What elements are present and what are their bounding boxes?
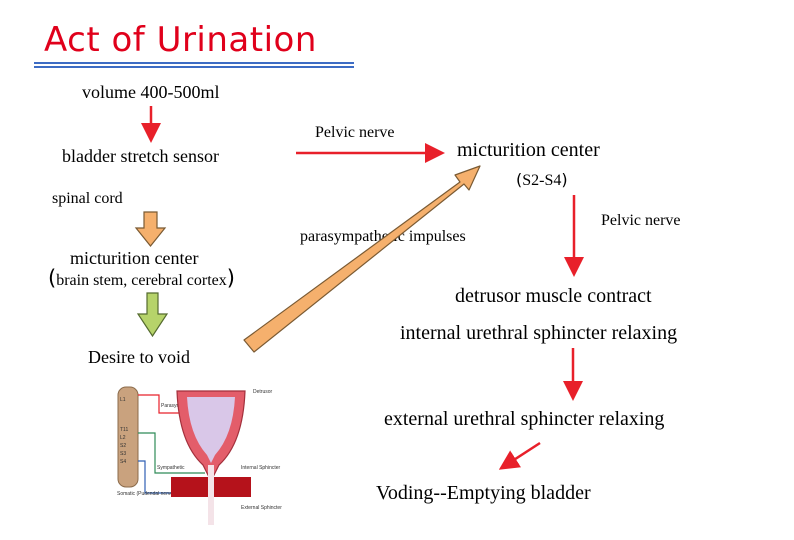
voiding-label: Voding--Emptying bladder — [376, 482, 591, 504]
desire-to-void-label: Desire to void — [88, 347, 190, 367]
title-underline-bottom — [34, 66, 354, 68]
spinal-cord-shape — [117, 386, 139, 488]
open-paren: ( — [516, 170, 523, 189]
sympathetic-inset-label: Sympathetic — [157, 465, 185, 471]
pelvic-nerve-top-label: Pelvic nerve — [315, 124, 395, 141]
level-label: S3 — [120, 451, 126, 457]
parasympathetic-nerve — [138, 394, 185, 414]
orange-diagonal-arrow — [243, 165, 481, 353]
bladder-innervation-illustration: L1 T11 L2 S2 S3 S4 Parasympathetic Sympa… — [115, 373, 315, 531]
orange-arrow-spinal-to-brain — [134, 211, 167, 247]
segments-label: (S2-S4) — [516, 170, 568, 190]
micturition-center-label: micturition center — [457, 139, 600, 161]
title-underline-top — [34, 62, 354, 64]
level-label: S2 — [120, 443, 126, 449]
bladder-lumen — [187, 397, 235, 463]
level-label: L1 — [120, 397, 126, 403]
detrusor-label: detrusor muscle contract — [455, 285, 652, 307]
brain-center-detail-text: brain stem, cerebral cortex — [56, 272, 227, 289]
urethra-shape — [208, 465, 214, 525]
pelvic-nerve-right-label: Pelvic nerve — [601, 212, 681, 229]
close-paren: ) — [561, 170, 568, 189]
slide-title: Act of Urination — [44, 20, 317, 60]
stretch-sensor-label: bladder stretch sensor — [62, 146, 219, 166]
detrusor-inset-label: Detrusor — [253, 389, 273, 395]
green-arrow-brain-to-desire — [136, 292, 169, 338]
arrow-to-voiding — [498, 441, 541, 470]
brain-center-label: micturition center — [70, 248, 199, 268]
close-paren: ) — [226, 266, 235, 290]
level-label: S4 — [120, 459, 126, 465]
volume-label: volume 400-500ml — [82, 82, 220, 102]
brain-center-detail: (brain stem, cerebral cortex) — [48, 266, 235, 290]
level-label: L2 — [120, 435, 126, 441]
external-sphincter-label: external urethral sphincter relaxing — [384, 408, 665, 430]
internal-sphincter-label: internal urethral sphincter relaxing — [400, 322, 678, 344]
segments-text: S2-S4 — [522, 172, 562, 189]
internal-sphincter-inset-label: Internal Sphincter — [241, 465, 281, 471]
spinal-cord-label: spinal cord — [52, 190, 123, 207]
open-paren: ( — [48, 266, 57, 290]
somatic-inset-label: Somatic (Pudendal nerve) — [117, 491, 175, 497]
sympathetic-nerve — [138, 432, 205, 474]
parasympathetic-label: parasympathetic impulses — [300, 228, 466, 245]
level-label: T11 — [120, 427, 128, 433]
external-sphincter-inset-label: External Sphincter — [241, 505, 282, 511]
